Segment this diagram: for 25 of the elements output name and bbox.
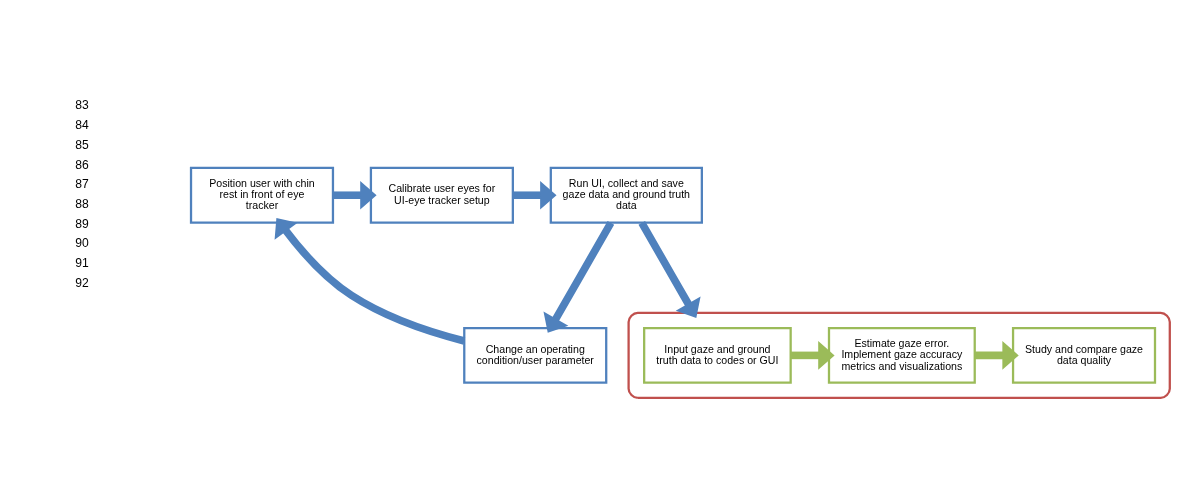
- node-box: Change an operating condition/user parameter: [463, 326, 608, 384]
- node-box: Run UI, collect and save gaze data and ground truth data: [549, 166, 703, 224]
- arrow: [638, 220, 701, 318]
- arrow: [543, 220, 615, 333]
- label: 84: [75, 117, 89, 132]
- arrow: [974, 340, 1019, 370]
- label: 89: [75, 216, 89, 231]
- node-box: Calibrate user eyes for UI-eye tracker setup: [369, 166, 514, 224]
- label: 87: [75, 176, 89, 191]
- cluster: [627, 311, 1171, 399]
- label: 86: [75, 157, 89, 172]
- arrow: [790, 340, 835, 370]
- arrow: [513, 180, 557, 210]
- node-box: Study and compare gaze data quality: [1011, 326, 1157, 384]
- node-box: Input gaze and ground truth data to codes or GUI: [643, 326, 792, 384]
- arrow: [332, 180, 377, 210]
- label: 90: [75, 235, 89, 250]
- label: 88: [75, 196, 89, 211]
- label: 91: [75, 255, 89, 270]
- label: 85: [75, 137, 89, 152]
- node-box: Estimate gaze error. Implement gaze accuracy metrics and visualizations: [827, 326, 976, 384]
- arrow: [274, 217, 466, 345]
- label: 92: [75, 275, 89, 290]
- label: 83: [75, 97, 89, 112]
- node-box: Position user with chin rest in front of eye tracker: [189, 166, 335, 224]
